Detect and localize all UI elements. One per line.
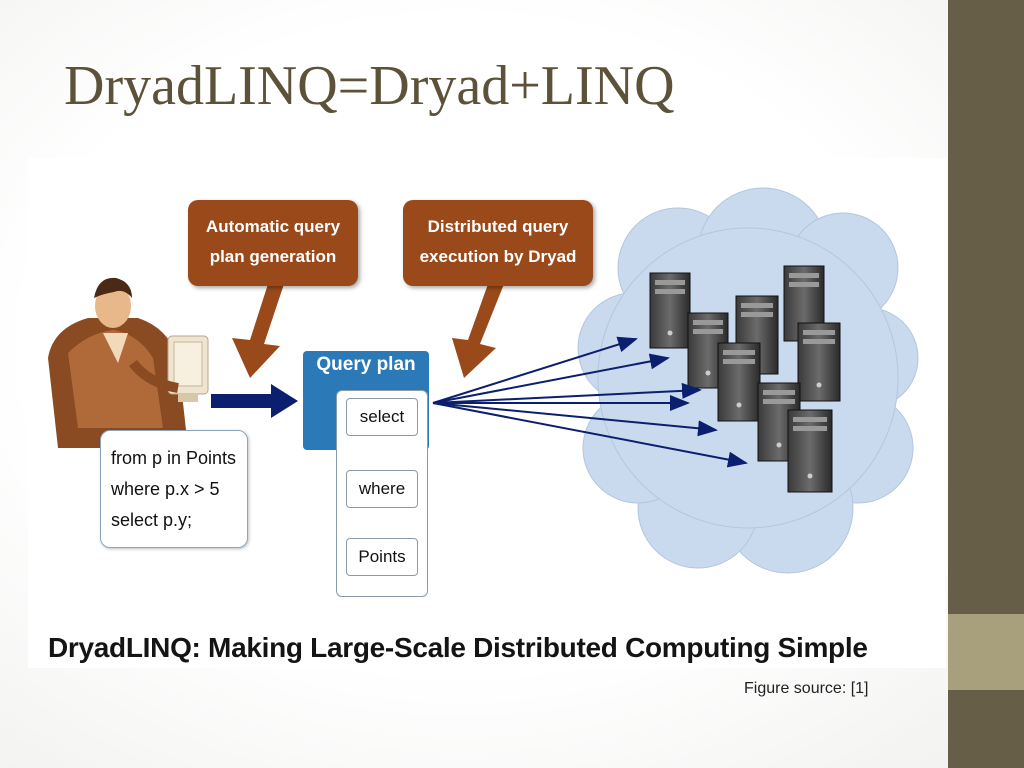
fanout-arrow xyxy=(432,402,748,468)
server-icon xyxy=(717,342,761,422)
callout-line: Distributed query xyxy=(427,217,569,236)
code-line: where p.x > 5 xyxy=(111,479,220,499)
operator-points: Points xyxy=(346,538,418,576)
figure-graphics xyxy=(48,187,919,574)
dryadlinq-figure: Automatic query plan generation Distribu… xyxy=(28,158,946,668)
fanout-arrow xyxy=(432,382,702,404)
submit-arrow xyxy=(211,384,298,418)
callout-left-arrow xyxy=(232,284,284,378)
code-line: select p.y; xyxy=(111,510,193,530)
callout-line: execution by Dryad xyxy=(419,247,577,266)
slide-title: DryadLINQ=Dryad+LINQ xyxy=(64,55,675,117)
server-cluster xyxy=(649,265,841,493)
operator-label: Points xyxy=(358,547,406,566)
callout-right-arrow xyxy=(452,284,504,378)
callout-query-plan-generation: Automatic query plan generation xyxy=(188,200,358,286)
figure-source-note: Figure source: [1] xyxy=(744,680,869,697)
fanout-arrow xyxy=(432,402,718,437)
operator-where: where xyxy=(346,470,418,508)
callout-distributed-execution: Distributed query execution by Dryad xyxy=(403,200,593,286)
server-icon xyxy=(649,272,691,349)
fanout-arrow xyxy=(432,336,638,404)
operator-label: where xyxy=(358,479,406,498)
fanout-arrow xyxy=(432,353,670,404)
code-line: from p in Points xyxy=(111,448,237,468)
callout-line: plan generation xyxy=(209,247,337,266)
slide-sidebar-accent xyxy=(948,614,1024,690)
execution-arrows xyxy=(432,336,748,468)
operator-label: select xyxy=(359,407,405,426)
operator-select: select xyxy=(346,398,418,436)
figure-caption: DryadLINQ: Making Large-Scale Distribute… xyxy=(48,632,868,663)
server-icon xyxy=(787,409,833,493)
user-at-computer-icon xyxy=(48,277,209,448)
callout-line: Automatic query xyxy=(205,217,341,236)
linq-query-code: from p in Points where p.x > 5 select p.… xyxy=(100,430,248,548)
query-plan-title: Query plan xyxy=(316,354,416,375)
server-icon xyxy=(797,322,841,402)
